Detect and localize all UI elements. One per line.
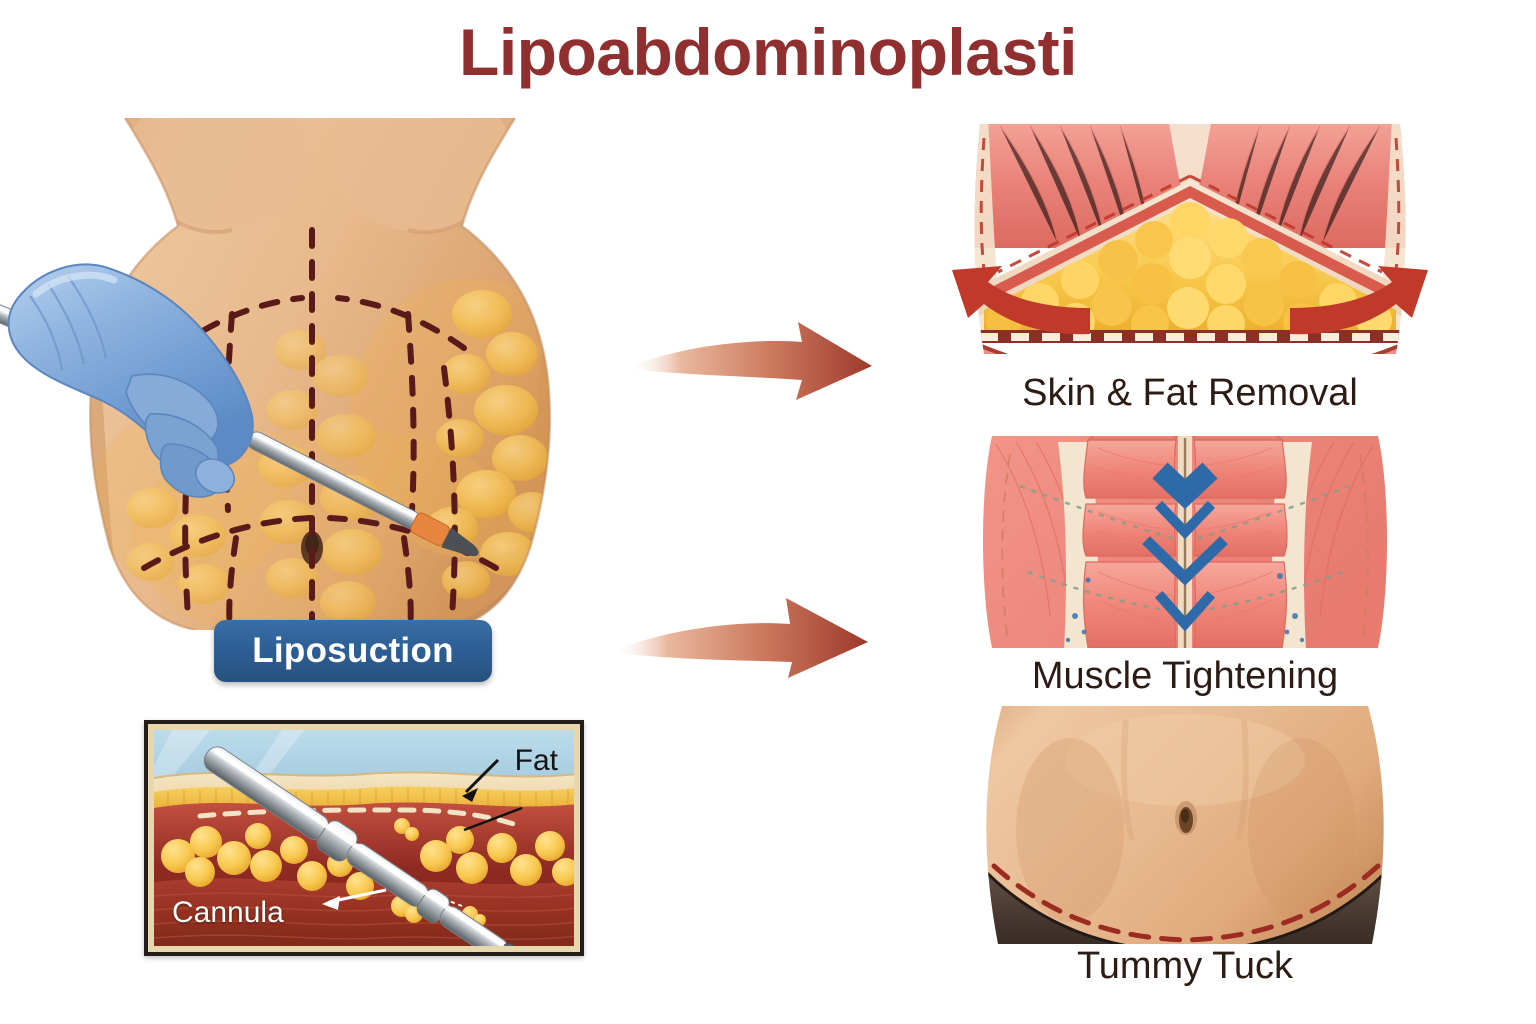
label-skin-fat-removal: Skin & Fat Removal	[1022, 372, 1358, 414]
arrow-to-muscle-tightening	[600, 590, 900, 700]
cannula-pointer-arrow	[322, 888, 463, 910]
inset-label-cannula: Cannula	[172, 896, 284, 929]
incision-line	[991, 863, 1381, 943]
step-muscle-tightening	[950, 420, 1420, 660]
liposuction-badge-label: Liposuction	[252, 631, 454, 670]
step-skin-fat-removal	[940, 118, 1440, 380]
fat-pointer-arrow	[464, 758, 500, 794]
cross-section-graphic	[154, 730, 574, 946]
label-tummy-tuck: Tummy Tuck	[1076, 945, 1294, 987]
gloved-hand	[7, 263, 254, 498]
liposuction-badge[interactable]: Liposuction	[214, 620, 492, 682]
muscle-tightening-arrows	[1142, 462, 1228, 632]
step-tummy-tuck	[950, 700, 1420, 950]
fat-arrowhead	[462, 788, 478, 802]
page-title: Lipoabdominoplasti	[459, 15, 1077, 89]
arrow-to-skin-fat-removal	[620, 310, 920, 420]
underwear	[986, 864, 1384, 944]
cannula-tube	[203, 746, 516, 946]
fat-globules	[161, 818, 574, 926]
cannula-cross-section-inset: Fat Cannula	[144, 720, 584, 956]
lift-arrows-red	[952, 266, 1428, 335]
navel	[1175, 801, 1197, 835]
label-muscle-tightening: Muscle Tightening	[1031, 655, 1339, 697]
inset-label-fat: Fat	[514, 744, 558, 777]
main-liposuction-illustration	[0, 118, 640, 630]
